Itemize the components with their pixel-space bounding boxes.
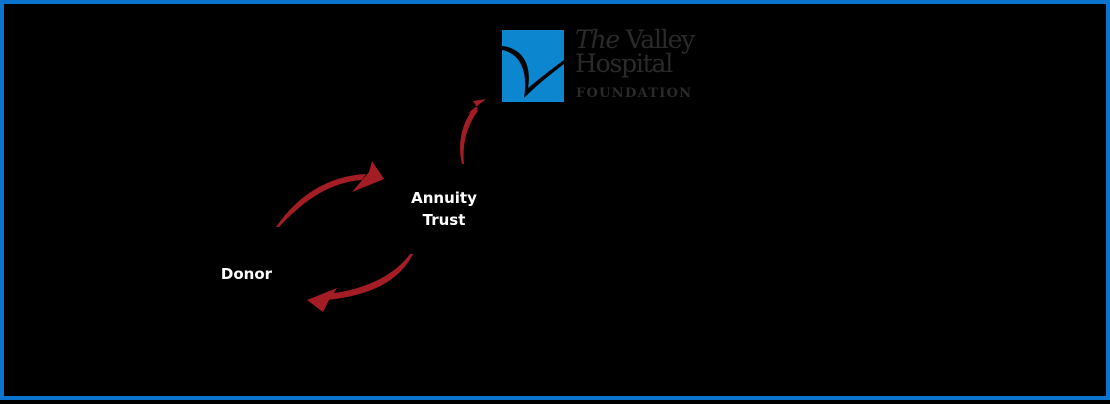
logo-text-hospital: Hospital — [575, 49, 673, 78]
annuity-trust-label-line1: Annuity — [411, 189, 477, 207]
annuity-trust-node: Annuity Trust — [399, 187, 489, 231]
arrow-trust-to-foundation — [460, 99, 486, 164]
donor-node: Donor — [209, 263, 284, 285]
logo-text-the-valley: The Valley — [575, 25, 695, 54]
arrow-trust-to-donor — [307, 254, 413, 312]
flow-arrows — [276, 99, 486, 312]
logo-mark-icon — [502, 30, 564, 102]
annuity-trust-label-line2: Trust — [422, 211, 466, 229]
arrow-donor-to-trust — [276, 161, 384, 227]
donor-label: Donor — [220, 265, 273, 283]
logo-text-foundation: FOUNDATION — [576, 86, 693, 101]
valley-hospital-foundation-logo: The Valley Hospital FOUNDATION — [502, 26, 702, 104]
